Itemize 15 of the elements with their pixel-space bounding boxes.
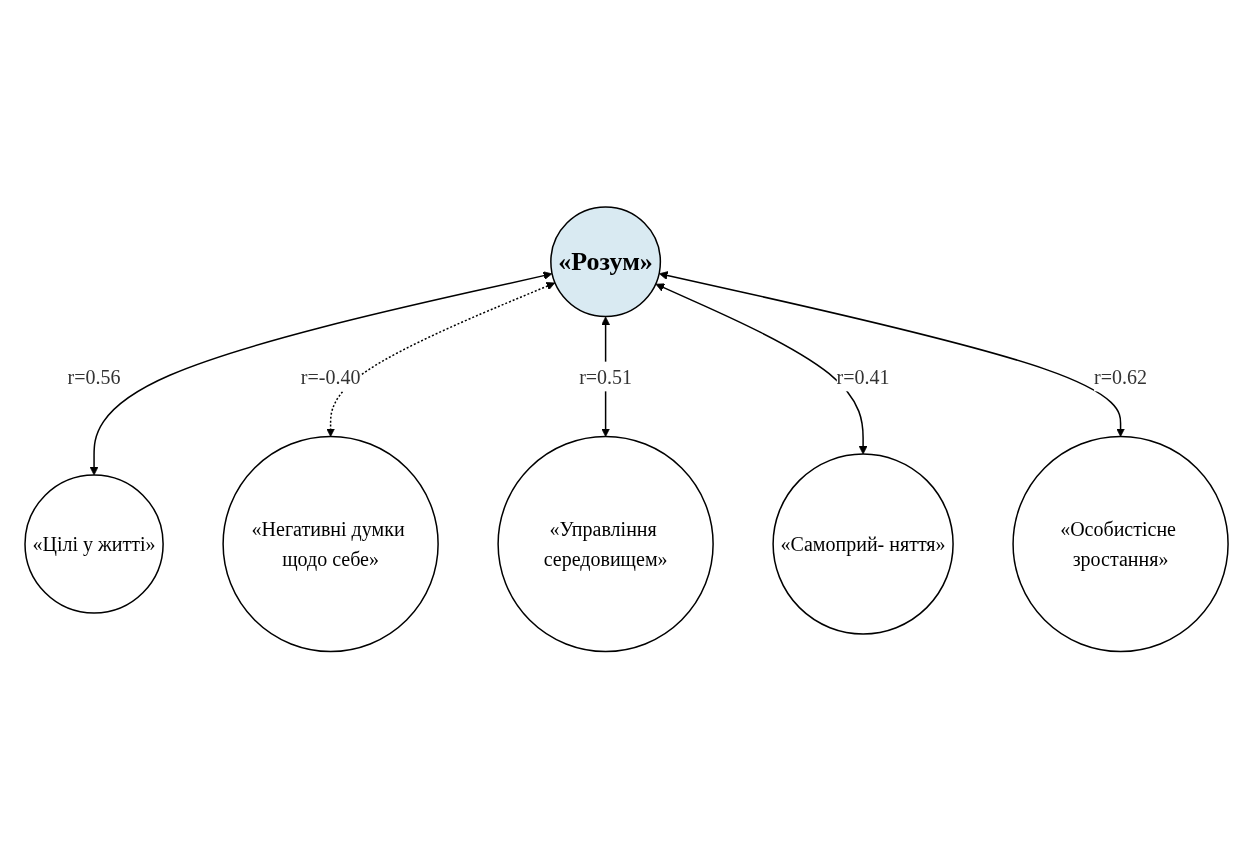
edge-label: r=0.62 [1094,365,1148,388]
node-circle: «Особистісне зростання» [1012,436,1229,653]
node-circle: «Управління середовищем» [497,436,714,653]
arrow [655,283,868,455]
edge-label: r=-0.40 [300,365,361,388]
arrow [89,271,553,476]
edge-label: r=0.56 [67,365,121,388]
node-circle: «Негативні думки щодо себе» [222,436,439,653]
node-circle: «Цілі у житті» [24,474,164,615]
arrow [659,271,1125,438]
arrow [326,282,556,438]
node-circle: «Самоприй- няття» [772,453,954,635]
edge-label: r=0.41 [836,365,890,388]
edge-label: r=0.51 [579,365,633,388]
node-circle: «Розум» [550,206,662,318]
